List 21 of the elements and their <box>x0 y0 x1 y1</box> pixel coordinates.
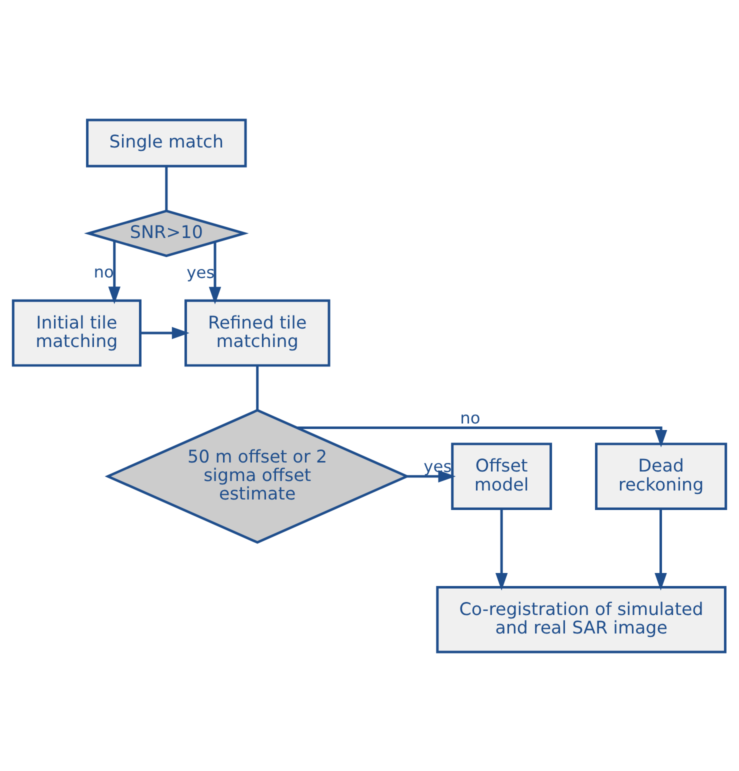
arrow <box>140 326 190 339</box>
arrow <box>407 470 456 482</box>
connector <box>165 166 168 210</box>
edge-label: yes <box>424 456 452 476</box>
arrow <box>108 240 120 304</box>
arrow <box>654 508 667 590</box>
node-diamond: SNR>10 <box>84 209 249 257</box>
edge-label: no <box>94 262 114 281</box>
arrow <box>208 241 222 304</box>
node-box: Dead reckoning <box>595 442 728 510</box>
node-box: Single match <box>86 118 247 167</box>
node-box: Co-registration of simulated and real SAR image <box>436 585 726 653</box>
node-box: Refined tile matching <box>184 298 330 366</box>
edge-label: no <box>460 408 480 427</box>
node-box: Initial tile matching <box>12 298 142 366</box>
arrow <box>495 508 508 590</box>
arrow <box>297 426 668 447</box>
node-diamond: 50 m offset or 2 sigma offset estimate <box>104 408 410 544</box>
node-box: Offset model <box>451 442 552 510</box>
connector <box>256 365 259 410</box>
edge-label: yes <box>186 262 215 282</box>
